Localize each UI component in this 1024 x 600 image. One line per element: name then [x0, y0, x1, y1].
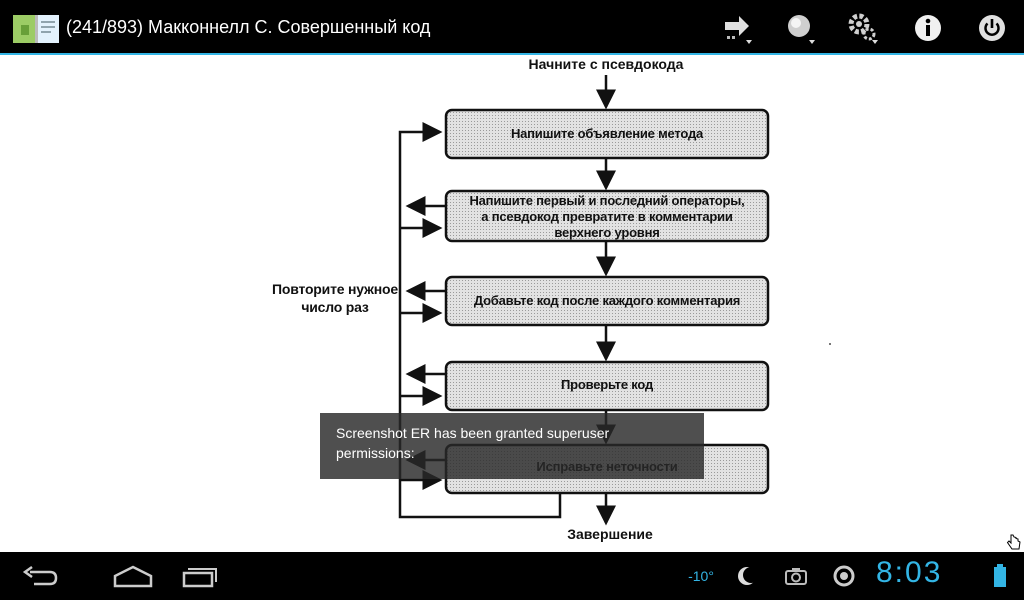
system-navigation-bar: -10° [0, 552, 1024, 600]
back-button[interactable] [10, 560, 70, 592]
action-bar: (241/893) Макконнелл С. Совершенный код [0, 0, 1024, 55]
flow-step2-line1: Напишите первый и последний операторы, [469, 193, 745, 208]
hand-cursor-icon [1006, 534, 1021, 550]
superuser-toast: Screenshot ER has been granted superuser… [320, 413, 704, 493]
home-button[interactable] [103, 560, 163, 592]
back-icon [22, 565, 58, 586]
flow-end-label: Завершение [567, 526, 653, 542]
recent-apps-icon [182, 568, 217, 588]
status-clock: 8:03 [876, 556, 943, 589]
power-button[interactable] [972, 8, 1012, 48]
camera-status-icon [782, 564, 810, 588]
flow-repeat-line1: Повторите нужное [272, 281, 398, 297]
flow-step2-line3: верхнего уровня [554, 225, 660, 240]
battery-icon [990, 564, 1010, 588]
settings-button[interactable] [843, 8, 883, 48]
toast-message: Screenshot ER has been granted superuser… [336, 425, 610, 461]
recent-apps-button[interactable] [170, 560, 230, 592]
flow-repeat-line2: число раз [301, 299, 369, 315]
goto-page-button[interactable] [717, 8, 757, 48]
power-icon [979, 15, 1005, 41]
toast-command: sh [336, 477, 351, 493]
weather-temperature: -10° [688, 568, 714, 584]
info-button[interactable] [908, 8, 948, 48]
page-title: (241/893) Макконнелл С. Совершенный код [66, 17, 431, 37]
goto-icon [725, 16, 752, 44]
home-icon [113, 565, 153, 588]
settings-icon [848, 13, 878, 44]
flow-step1-label: Напишите объявление метода [510, 126, 704, 141]
flow-step4-label: Проверьте код [560, 377, 654, 392]
flow-start-label: Начните с псевдокода [528, 56, 684, 72]
moon-status-icon [734, 564, 760, 588]
book-app-icon[interactable] [11, 13, 61, 45]
sync-status-icon [830, 564, 858, 588]
info-icon [915, 15, 941, 41]
flow-step3-label: Добавьте код после каждого комментария [473, 293, 741, 308]
search-button[interactable] [780, 8, 820, 48]
search-icon [788, 15, 815, 44]
flow-step2-line2: а псевдокод превратите в комментарии [481, 209, 733, 224]
